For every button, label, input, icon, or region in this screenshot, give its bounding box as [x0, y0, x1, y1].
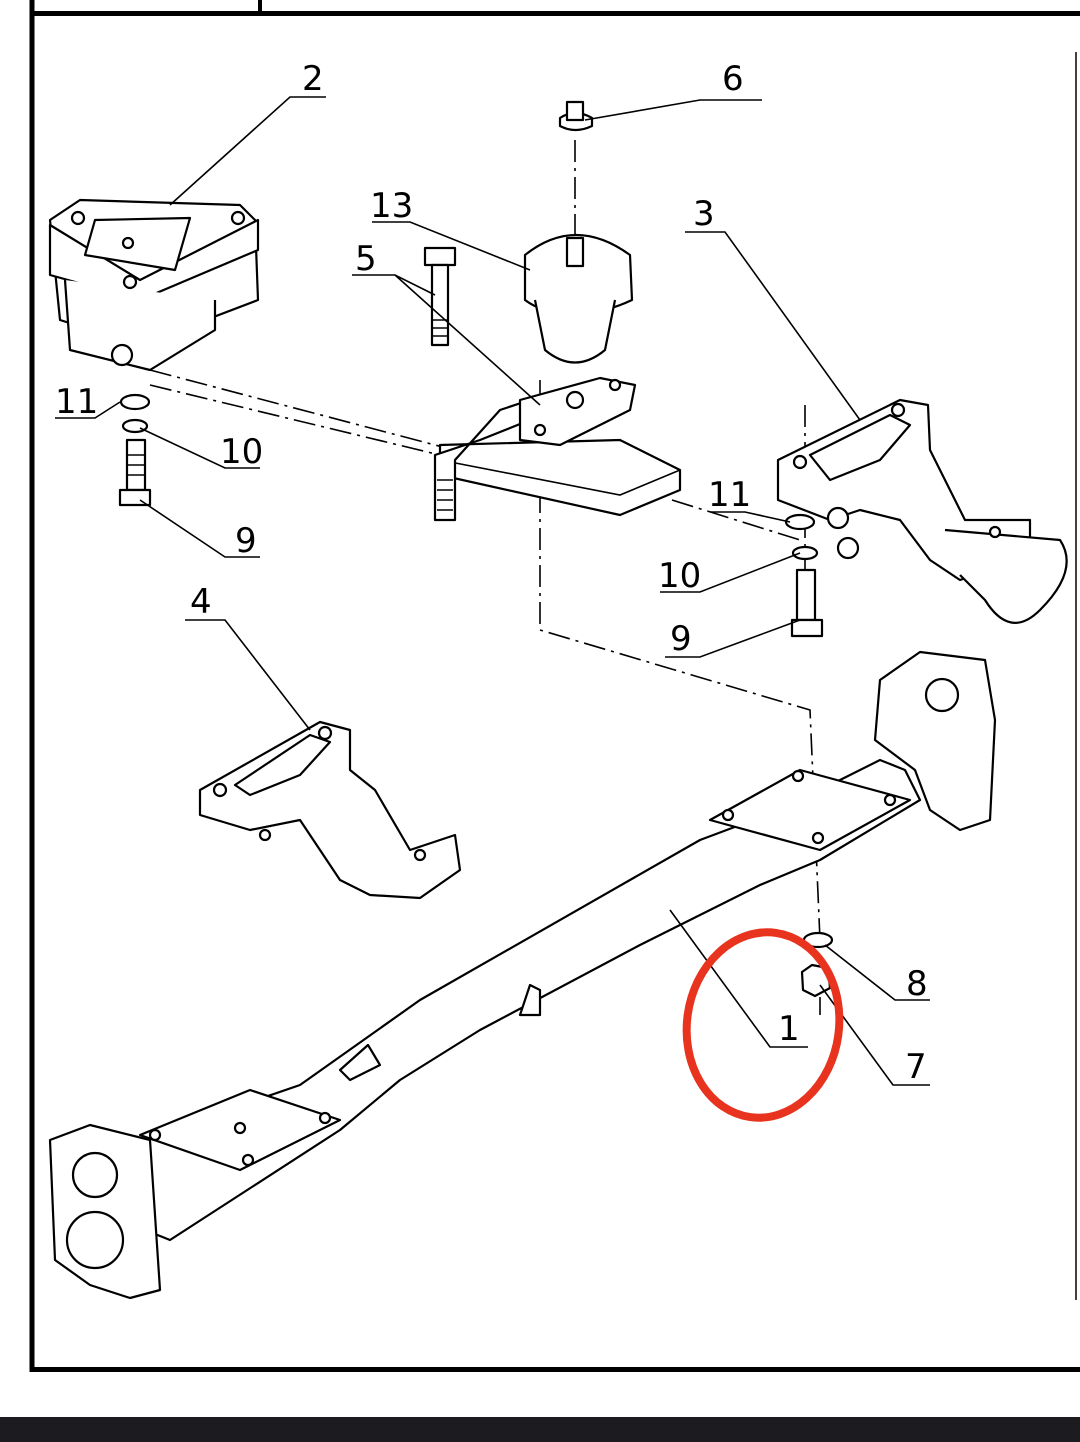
label-part-1: 1: [778, 1009, 800, 1049]
part-4-bracket: [198, 720, 462, 900]
system-navigation-bar: [0, 1417, 1080, 1442]
label-part-13: 13: [370, 186, 413, 226]
label-part-9-left: 9: [235, 521, 257, 561]
label-part-2: 2: [302, 59, 324, 99]
highlight-circle: [682, 928, 844, 1122]
label-part-10-left: 10: [220, 432, 263, 472]
fasteners-right: [784, 513, 824, 638]
label-part-11-right: 11: [708, 475, 751, 515]
spring-and-ubolt: [433, 376, 682, 522]
label-part-11-left: 11: [55, 382, 98, 422]
label-part-3: 3: [693, 194, 715, 234]
part-3-bracket: [776, 398, 1068, 624]
label-part-5: 5: [355, 239, 377, 279]
label-part-9-right: 9: [670, 619, 692, 659]
label-part-6: 6: [722, 59, 744, 99]
leader-lines: [55, 96, 930, 1086]
part-labels: 2 6 13 5 3 11 10 9 11 10 9 4 8 7 1: [55, 59, 928, 1087]
part-5-bolt: [423, 246, 457, 347]
drawing-frame: [29, 0, 1080, 1372]
part-13-buffer: [523, 233, 634, 364]
part-1-axle-beam: [48, 650, 997, 1300]
fasteners-left: [118, 393, 152, 507]
label-part-10-right: 10: [658, 556, 701, 596]
label-part-7: 7: [905, 1047, 927, 1087]
part-2-bracket: [48, 198, 260, 372]
part-6-cap: [558, 100, 594, 132]
label-part-4: 4: [190, 582, 212, 622]
label-part-8: 8: [906, 964, 928, 1004]
